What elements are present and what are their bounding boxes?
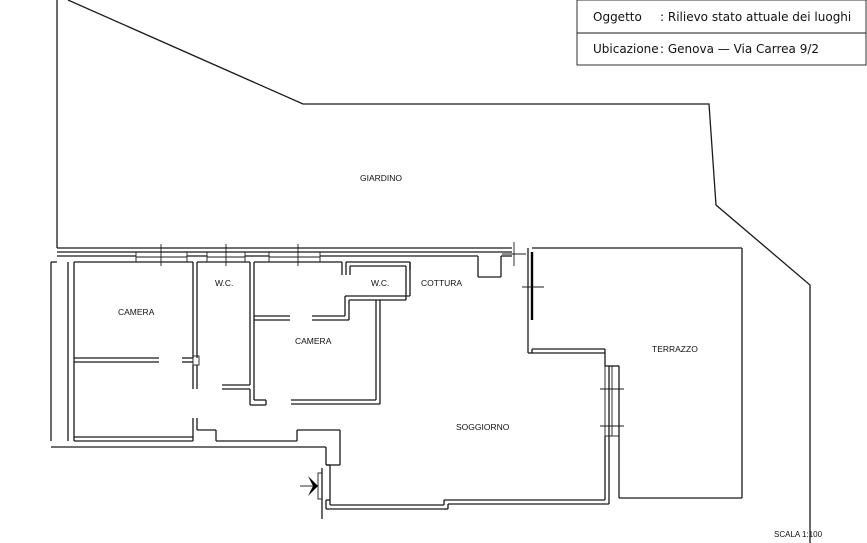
room-label-terrazzo: TERRAZZO (652, 344, 698, 354)
room-label-giardino: GIARDINO (360, 173, 402, 183)
title-object-value: : Rilievo stato attuale dei luoghi (660, 10, 851, 24)
room-label-wc-2: W.C. (371, 278, 389, 288)
title-location-value: : Genova — Via Carrea 9/2 (660, 42, 819, 56)
room-label-wc-1: W.C. (215, 278, 233, 288)
room-label-camera-2: CAMERA (295, 336, 332, 346)
window-camera-1 (135, 244, 188, 266)
title-object-label: Oggetto (593, 10, 642, 24)
entrance-arrow-icon (300, 476, 318, 496)
title-block: Oggetto : Rilievo stato attuale dei luog… (576, 0, 867, 66)
terrace (532, 247, 743, 499)
title-location-label: Ubicazione (593, 42, 659, 56)
scale-label: SCALA 1:100 (774, 530, 823, 539)
room-label-soggiorno: SOGGIORNO (456, 422, 510, 432)
room-label-cottura: COTTURA (421, 278, 462, 288)
garden-area (56, 0, 811, 543)
window-terrace (600, 365, 624, 437)
building-walls (50, 242, 610, 519)
window-wc-1 (206, 244, 246, 266)
window-camera-2 (268, 244, 321, 266)
room-label-camera-1: CAMERA (118, 307, 155, 317)
